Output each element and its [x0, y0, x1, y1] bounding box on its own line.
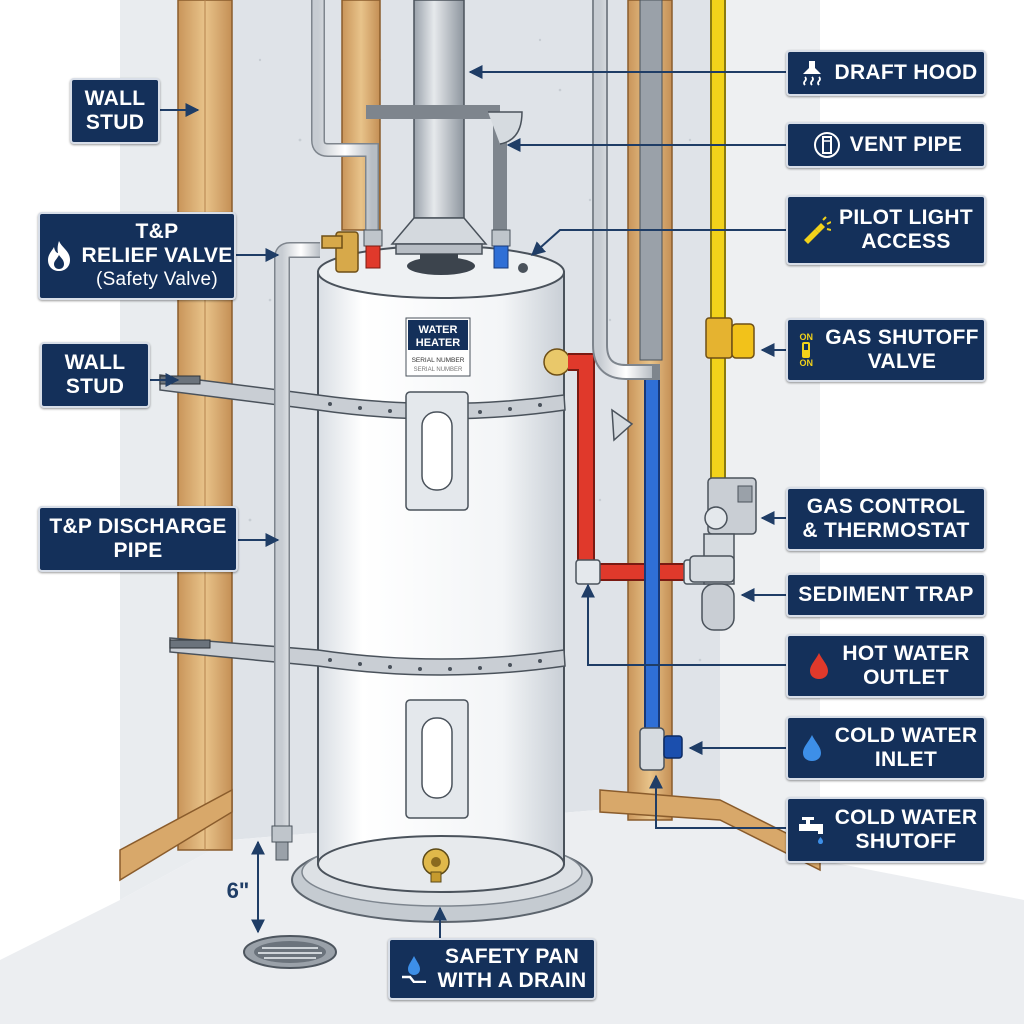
- top-water-connections: [311, 0, 528, 273]
- label-safety-pan-line-2: WITH A DRAIN: [437, 969, 587, 992]
- label-wall-stud-top-line-2: STUD: [85, 111, 145, 134]
- label-hot-water-outlet-line-1: HOT WATER: [842, 642, 970, 665]
- faucet-icon: [795, 812, 829, 848]
- label-tp-relief-valve: T&P RELIEF VALVE (Safety Valve): [38, 212, 236, 300]
- drain-droplet-icon: [397, 951, 431, 987]
- label-pilot-light-access: PILOT LIGHT ACCESS: [786, 195, 986, 265]
- label-hot-water-outlet: HOT WATER OUTLET: [786, 634, 986, 698]
- strap-bolts: [159, 375, 211, 649]
- tank-plate-serial-2: SERIAL NUMBER: [414, 367, 463, 373]
- label-tp-relief-valve-line-2: RELIEF VALVE: [81, 244, 233, 267]
- label-tp-discharge-pipe-line-2: PIPE: [113, 539, 163, 562]
- label-wall-stud-mid-line-1: WALL: [64, 351, 126, 374]
- label-cold-water-inlet-line-2: INLET: [874, 748, 938, 771]
- label-tp-discharge-pipe: T&P DISCHARGE PIPE: [38, 506, 238, 572]
- gas-line: [689, 0, 757, 631]
- water-heater-tank: [159, 245, 566, 893]
- flashlight-icon: [799, 212, 833, 248]
- on-off-switch-icon: ON ON: [793, 332, 819, 368]
- label-vent-pipe-line-1: VENT PIPE: [849, 133, 963, 156]
- hot-water-piping: [543, 348, 709, 585]
- label-tp-relief-valve-line-1: T&P: [135, 220, 179, 243]
- clearance-dimension: 6": [227, 840, 265, 934]
- label-cold-water-inlet-line-1: COLD WATER: [834, 724, 978, 747]
- label-draft-hood-line-1: DRAFT HOOD: [834, 61, 978, 84]
- label-gas-shutoff-valve-line-1: GAS SHUTOFF: [825, 326, 979, 349]
- cold-water-piping: [592, 0, 683, 771]
- vent-pipe-icon: [810, 127, 844, 163]
- label-wall-stud-top-line-1: WALL: [84, 87, 146, 110]
- label-gas-shutoff-valve-line-2: VALVE: [867, 350, 937, 373]
- label-hot-water-outlet-line-2: OUTLET: [863, 666, 949, 689]
- label-gas-control-thermostat-line-1: GAS CONTROL: [806, 495, 966, 518]
- draft-hood-icon: [795, 55, 829, 91]
- label-cold-water-shutoff-line-2: SHUTOFF: [855, 830, 957, 853]
- label-draft-hood: DRAFT HOOD: [786, 50, 986, 96]
- leader-lines: [150, 65, 786, 940]
- blue-droplet-icon: [795, 730, 829, 766]
- flame-icon: [42, 238, 76, 274]
- label-cold-water-shutoff: COLD WATER SHUTOFF: [786, 797, 986, 863]
- clearance-value: 6": [227, 878, 250, 903]
- tank-plate-title-2: HEATER: [416, 337, 460, 349]
- label-gas-control-thermostat-line-2: & THERMOSTAT: [802, 519, 970, 542]
- label-gas-control-thermostat: GAS CONTROL & THERMOSTAT: [786, 487, 986, 551]
- label-wall-stud-mid: WALL STUD: [40, 342, 150, 408]
- label-sediment-trap-line-1: SEDIMENT TRAP: [798, 583, 974, 606]
- label-tp-relief-valve-line-3: (Safety Valve): [95, 269, 219, 290]
- label-gas-shutoff-valve: ON ON GAS SHUTOFF VALVE: [786, 318, 986, 382]
- label-cold-water-shutoff-line-1: COLD WATER: [834, 806, 978, 829]
- label-tp-discharge-pipe-line-1: T&P DISCHARGE: [49, 515, 227, 538]
- tank-plate-title-1: WATER: [419, 324, 458, 336]
- switch-label-bottom: ON: [799, 358, 814, 368]
- label-pilot-light-access-line-2: ACCESS: [861, 230, 951, 253]
- label-wall-stud-top: WALL STUD: [70, 78, 160, 144]
- switch-label-top: ON: [799, 332, 814, 342]
- floor-drain: [243, 935, 337, 969]
- label-pilot-light-access-line-1: PILOT LIGHT: [839, 206, 973, 229]
- tank-plate: WATER HEATER SERIAL NUMBER SERIAL NUMBER: [405, 317, 471, 377]
- tank-plate-serial-1: SERIAL NUMBER: [412, 357, 465, 364]
- label-cold-water-inlet: COLD WATER INLET: [786, 716, 986, 780]
- tp-relief-valve: [271, 231, 359, 861]
- label-wall-stud-mid-line-2: STUD: [65, 375, 125, 398]
- label-vent-pipe: VENT PIPE: [786, 122, 986, 168]
- label-safety-pan: SAFETY PAN WITH A DRAIN: [388, 938, 596, 1000]
- red-droplet-icon: [802, 648, 836, 684]
- label-safety-pan-line-1: SAFETY PAN: [444, 945, 580, 968]
- label-sediment-trap: SEDIMENT TRAP: [786, 573, 986, 617]
